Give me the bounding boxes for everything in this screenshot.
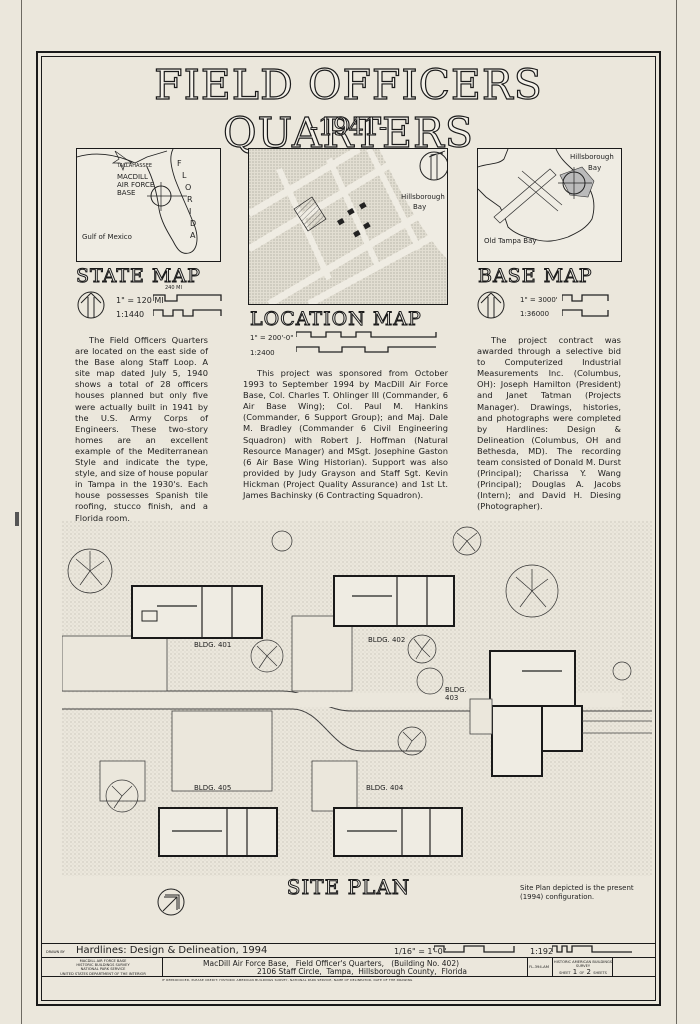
trim-line-right bbox=[676, 0, 677, 1024]
state-letter: A bbox=[190, 231, 196, 240]
label-bay: Bay bbox=[588, 164, 602, 172]
site-scale-bar-m bbox=[552, 945, 632, 953]
agency-line: NATIONAL PARK SERVICE bbox=[80, 967, 126, 972]
base-map-label: BASE MAP bbox=[478, 265, 593, 288]
label-tallahassee: TALLAHASSEE bbox=[117, 163, 153, 169]
trim-line-left bbox=[21, 0, 22, 1024]
habs-cell: HISTORIC AMERICAN BUILDINGS SURVEY SHEET… bbox=[552, 958, 613, 976]
state-map: TALLAHASSEE MACDILL AIR FORCE BASE F L O… bbox=[76, 148, 221, 262]
north-arrow-icon bbox=[157, 888, 185, 916]
reproduction-credit: IF REPRODUCED, PLEASE CREDIT: HISTORIC A… bbox=[162, 978, 413, 982]
base-scale-imperial: 1" = 3000' bbox=[520, 296, 558, 304]
site-plan-note: Site Plan depicted is the present (1994)… bbox=[520, 884, 634, 901]
state-map-label: STATE MAP bbox=[76, 265, 201, 288]
base-map-drawing bbox=[478, 149, 595, 242]
label-hillsborough: Hillsborough bbox=[570, 153, 614, 161]
location-map-label: LOCATION MAP bbox=[250, 308, 422, 331]
label-base: BASE bbox=[117, 189, 136, 197]
label-bldg-402: BLDG. 402 bbox=[368, 636, 406, 644]
title-block: DRAWN BY Hardlines: Design & Delineation… bbox=[42, 943, 655, 990]
label-macdill: MACDILL bbox=[117, 173, 148, 181]
paragraph-text: The Field Officers Quarters are located … bbox=[75, 335, 208, 523]
paragraph-sponsors: This project was sponsored from October … bbox=[243, 368, 448, 501]
state-scale-bar bbox=[153, 294, 222, 317]
title-block-row: MACDILL AIR FORCE BASE HISTORIC BUILDING… bbox=[42, 957, 655, 977]
delineator-credit: Hardlines: Design & Delineation, 1994 bbox=[76, 945, 268, 956]
agency-block: MACDILL AIR FORCE BASE HISTORIC BUILDING… bbox=[48, 959, 158, 976]
paragraph-text: The project contract was awarded through… bbox=[477, 335, 621, 512]
drawn-by-caption: DRAWN BY bbox=[46, 950, 65, 954]
label-bldg-401: BLDG. 401 bbox=[194, 641, 232, 649]
label-bldg-405: BLDG. 405 bbox=[194, 784, 232, 792]
inner-border bbox=[41, 56, 656, 1001]
sheet-total: 2 bbox=[586, 968, 591, 976]
project-line-2: 2106 Staff Circle, Tampa, Hillsborough C… bbox=[257, 967, 467, 976]
state-scale-ratio: 1:1440 bbox=[116, 310, 145, 319]
paragraph-site-history: The Field Officers Quarters are located … bbox=[75, 335, 208, 524]
location-scale-ratio: 1:2400 bbox=[250, 349, 275, 357]
project-line-1: MacDill Air Force Base, Field Officer's … bbox=[203, 959, 460, 968]
project-cell: MacDill Air Force Base, Field Officer's … bbox=[162, 958, 528, 976]
north-arrow-icon bbox=[477, 291, 505, 319]
drawing-sheet: FIELD OFFICERS QUARTERS -1941- TALLAHASS… bbox=[36, 51, 661, 1006]
florida-outline-icon bbox=[77, 149, 198, 254]
site-plan-drawing: BLDG. 401 BLDG. 402 BLDG. 403 BLDG. 404 … bbox=[61, 521, 652, 876]
scale-tick: 240 MI bbox=[165, 285, 182, 291]
survey-number-cell: FL-394-AM bbox=[527, 958, 553, 976]
label-air-force: AIR FORCE bbox=[117, 181, 155, 189]
label-bay: Bay bbox=[413, 203, 427, 211]
index-cell bbox=[612, 958, 655, 976]
location-map-drawing bbox=[249, 149, 447, 304]
location-scale-bar bbox=[296, 331, 437, 353]
sheet-year: -1941- bbox=[309, 113, 388, 142]
state-letter: I bbox=[189, 207, 192, 216]
site-plan-svg bbox=[61, 521, 652, 876]
state-letter: O bbox=[185, 183, 192, 192]
sheet-caption: SHEET bbox=[559, 971, 571, 975]
site-scale-ratio: 1:192 bbox=[530, 947, 554, 956]
paragraph-contract: The project contract was awarded through… bbox=[477, 335, 621, 513]
paragraph-text: This project was sponsored from October … bbox=[243, 368, 448, 501]
base-map: Hillsborough Bay Old Tampa Bay bbox=[477, 148, 622, 262]
habs-label: HISTORIC AMERICAN BUILDINGS SURVEY bbox=[553, 960, 613, 968]
sheet-number: SHEET 1 OF 2 SHEETS bbox=[553, 968, 613, 977]
state-letter: D bbox=[190, 219, 197, 228]
state-scale-imperial: 1" = 120 MI bbox=[116, 296, 164, 305]
north-arrow-icon bbox=[77, 291, 105, 319]
edge-registration-mark bbox=[15, 512, 19, 526]
site-scale-bar-ft bbox=[434, 945, 515, 953]
label-hillsborough: Hillsborough bbox=[401, 193, 445, 201]
sheets-caption: SHEETS bbox=[593, 971, 607, 975]
site-scale-imperial: 1/16" = 1'-0" bbox=[394, 947, 447, 956]
location-scale-imperial: 1" = 200'-0" bbox=[250, 334, 294, 342]
label-old-tampa-bay: Old Tampa Bay bbox=[484, 237, 537, 245]
base-scale-bar bbox=[562, 294, 609, 317]
state-letter: R bbox=[187, 195, 193, 204]
sheet-title: FIELD OFFICERS QUARTERS bbox=[154, 60, 543, 157]
state-letter: F bbox=[177, 159, 182, 168]
agency-line: UNITED STATES DEPARTMENT OF THE INTERIOR bbox=[60, 971, 146, 976]
location-map: Hillsborough Bay bbox=[248, 148, 448, 305]
survey-number: FL-394-AM bbox=[529, 964, 550, 969]
label-gulf-of-mexico: Gulf of Mexico bbox=[82, 233, 132, 241]
site-plan-label: SITE PLAN bbox=[286, 875, 411, 900]
label-bldg-404: BLDG. 404 bbox=[366, 784, 404, 792]
agency-line: MACDILL AIR FORCE BASE bbox=[79, 959, 127, 963]
agency-line: HISTORIC BUILDINGS SURVEY bbox=[76, 963, 130, 968]
sheet-of: OF bbox=[579, 971, 585, 975]
state-letter: L bbox=[182, 171, 187, 180]
base-scale-ratio: 1:36000 bbox=[520, 310, 550, 318]
label-bldg-403: BLDG. 403 bbox=[445, 686, 467, 702]
sheet-num: 1 bbox=[572, 968, 578, 976]
